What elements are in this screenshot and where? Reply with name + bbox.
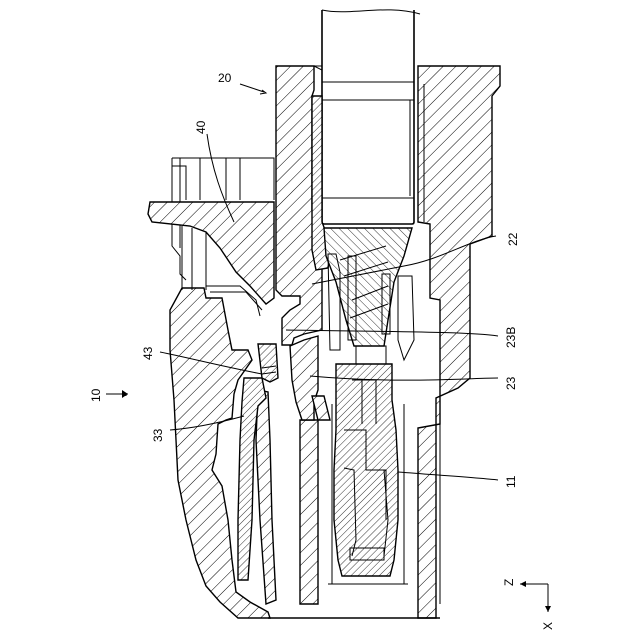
axis-x-label: X: [541, 622, 555, 630]
housing-20-right-wall: [418, 66, 500, 618]
label-23B: 23B: [504, 327, 518, 348]
label-10: 10: [89, 388, 103, 402]
label-11: 11: [504, 475, 518, 488]
axis-indicator: Z X: [502, 579, 555, 630]
axis-z-label: Z: [502, 579, 516, 586]
housing-10-shell: [170, 288, 440, 618]
leader-arrow-10: [106, 390, 128, 398]
lever-40: [148, 158, 274, 316]
cable: [322, 10, 420, 224]
housing-20-left-wall: [276, 66, 332, 345]
z-axis-arrow-icon: [520, 581, 526, 587]
label-20: 20: [218, 71, 232, 85]
label-23: 23: [504, 376, 518, 390]
inner-housing-23: [290, 336, 330, 420]
label-22: 22: [506, 232, 520, 246]
label-40: 40: [194, 120, 208, 134]
x-axis-arrow-icon: [545, 606, 551, 612]
label-33: 33: [151, 428, 165, 442]
lock-protrusion-43: [258, 344, 278, 382]
label-43: 43: [141, 346, 155, 360]
